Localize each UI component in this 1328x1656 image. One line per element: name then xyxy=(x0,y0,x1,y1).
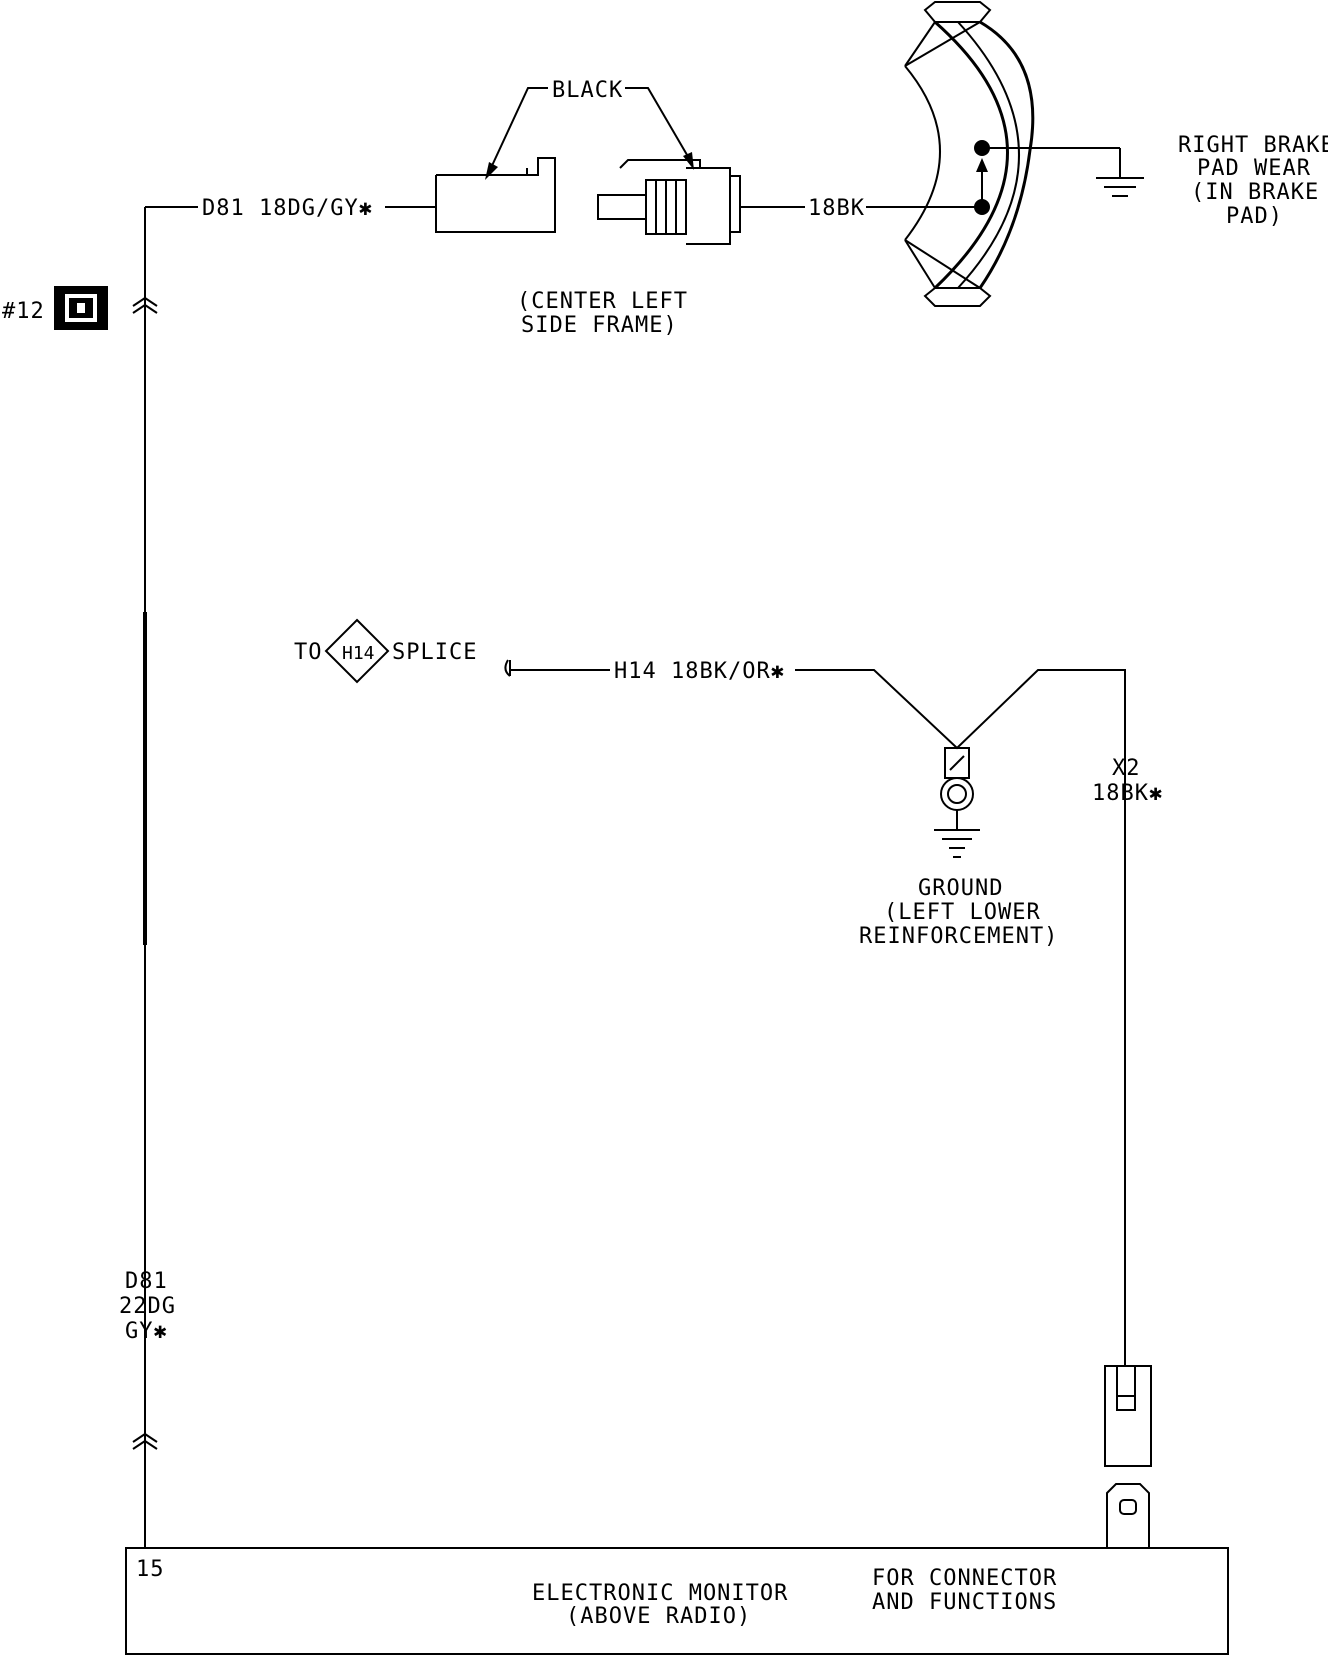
sensor-wire-label: 18BK xyxy=(808,196,865,221)
monitor-line2: (ABOVE RADIO) xyxy=(566,1604,751,1629)
left-wire-line2: 22DG xyxy=(119,1294,176,1319)
monitor-ref2: AND FUNCTIONS xyxy=(872,1590,1057,1615)
arrow-icon xyxy=(485,87,694,180)
ground-symbol-icon xyxy=(1096,148,1144,197)
electronic-monitor-box xyxy=(125,1547,1229,1655)
splice-to-label: TO xyxy=(294,640,323,665)
splice-id: H14 xyxy=(342,643,375,664)
eyelet-ground-icon xyxy=(934,747,980,858)
connector-location-line2: SIDE FRAME) xyxy=(521,313,678,338)
brake-pad-line1: RIGHT BRAKE xyxy=(1178,133,1328,158)
h14-wire-label: H14 18BK/OR✱ xyxy=(614,659,785,684)
x2-wire-line1: X2 xyxy=(1112,756,1141,781)
monitor-ref1: FOR CONNECTOR xyxy=(872,1566,1057,1591)
x2-wire-line2: 18BK✱ xyxy=(1092,781,1163,806)
brake-pad-icon xyxy=(904,0,1035,307)
monitor-pin: 15 xyxy=(136,1557,165,1582)
connector-ref-label: #12 xyxy=(2,299,45,324)
connector-ref-icon xyxy=(54,286,108,330)
splice-word: SPLICE xyxy=(392,640,477,665)
wire-break-top-icon xyxy=(132,296,158,314)
wire-break-bottom-icon xyxy=(132,1432,158,1450)
ground-line1: GROUND xyxy=(918,876,1003,901)
wire-break-squiggle-icon xyxy=(504,659,511,677)
h14-x2-wire xyxy=(795,669,1126,1366)
brake-pad-line3: (IN BRAKE xyxy=(1191,180,1319,205)
inline-connector-icon xyxy=(597,159,741,245)
left-wire-line3: GY✱ xyxy=(125,1319,168,1344)
top-wire-label: D81 18DG/GY✱ xyxy=(202,196,373,221)
brake-pad-line4: PAD) xyxy=(1226,204,1283,229)
ground-line2: (LEFT LOWER xyxy=(884,900,1041,925)
left-vertical-wire xyxy=(143,206,198,1548)
ground-line3: REINFORCEMENT) xyxy=(859,924,1058,949)
splice-diamond-icon xyxy=(324,618,390,684)
monitor-line1: ELECTRONIC MONITOR xyxy=(532,1581,788,1606)
black-label: BLACK xyxy=(552,78,623,103)
left-wire-line1: D81 xyxy=(125,1269,168,1294)
connector-female-icon xyxy=(435,157,556,233)
brake-pad-line2: PAD WEAR xyxy=(1197,156,1311,181)
terminal-icon xyxy=(1104,1365,1152,1549)
connector-location-line1: (CENTER LEFT xyxy=(517,289,688,314)
